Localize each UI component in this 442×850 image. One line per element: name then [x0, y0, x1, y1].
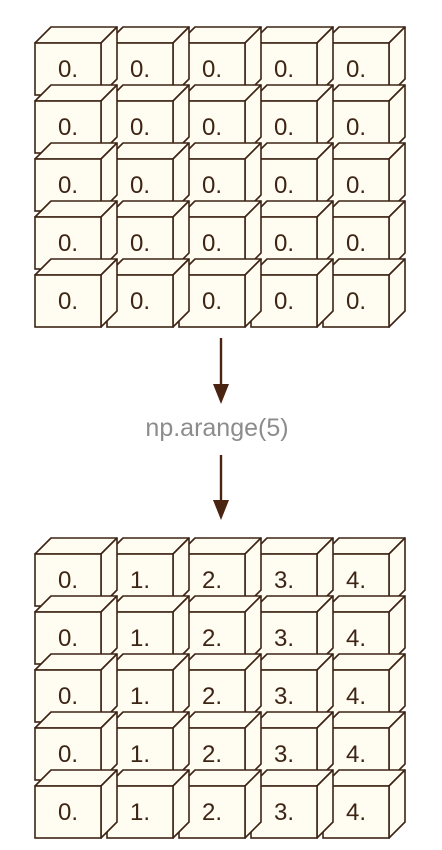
output-cell-value: 0. — [58, 799, 78, 826]
input-cell-value: 0. — [202, 288, 222, 315]
output-cell: 3. — [250, 769, 334, 839]
input-cell-value: 0. — [274, 172, 294, 199]
input-cell: 0. — [250, 258, 334, 328]
output-cell-value: 1. — [130, 625, 150, 652]
operation-label: np.arange(5) — [145, 414, 288, 442]
output-cell: 2. — [178, 769, 262, 839]
arrow-down-bottom — [213, 455, 229, 520]
output-cell-value: 0. — [58, 741, 78, 768]
input-cell-value: 0. — [130, 56, 150, 83]
input-cell-value: 0. — [58, 230, 78, 257]
input-cell: 0. — [178, 258, 262, 328]
output-cell-value: 3. — [274, 625, 294, 652]
input-cell-value: 0. — [346, 230, 366, 257]
output-cell-value: 2. — [202, 683, 222, 710]
output-cell-value: 0. — [58, 625, 78, 652]
output-cell-value: 1. — [130, 567, 150, 594]
output-cell-value: 4. — [346, 567, 366, 594]
output-cell-value: 0. — [58, 683, 78, 710]
input-cell: 0. — [322, 26, 406, 96]
input-cell: 0. — [178, 200, 262, 270]
input-cell-value: 0. — [202, 172, 222, 199]
input-cell-value: 0. — [130, 114, 150, 141]
input-cell-value: 0. — [346, 114, 366, 141]
input-array-grid: 0. 0. 0. 0. 0. 0. 0. 0. 0. 0. 0. 0. 0. 0. 0. 0. 0. 0. 0. 0.… — [34, 26, 406, 328]
output-cell: 1. — [106, 769, 190, 839]
input-cell-value: 0. — [130, 172, 150, 199]
input-cell: 0. — [250, 26, 334, 96]
output-cell-value: 1. — [130, 799, 150, 826]
input-cell-value: 0. — [202, 56, 222, 83]
output-cell-front-face — [34, 785, 102, 839]
output-array-grid: 4. 3. 2. 1. 0. 4. 3. 2. 1. 0. 4. 3. 2. 1. 0. 4. 3. 2. 1. 0.… — [34, 537, 406, 839]
input-cell: 0. — [322, 258, 406, 328]
output-cell: 0. — [34, 595, 118, 665]
input-cell: 0. — [34, 258, 118, 328]
input-cell-value: 0. — [58, 172, 78, 199]
output-cell-value: 4. — [346, 683, 366, 710]
input-cell-value: 0. — [130, 230, 150, 257]
output-cell-value: 3. — [274, 683, 294, 710]
output-cell-front-face — [178, 785, 246, 839]
output-cell-value: 1. — [130, 683, 150, 710]
input-cell-value: 0. — [58, 288, 78, 315]
input-cell-value: 0. — [274, 56, 294, 83]
input-cell-value: 0. — [58, 56, 78, 83]
output-cell-value: 3. — [274, 741, 294, 768]
input-cell-value: 0. — [58, 114, 78, 141]
output-cell-value: 2. — [202, 799, 222, 826]
input-cell-value: 0. — [202, 230, 222, 257]
output-cell-value: 4. — [346, 741, 366, 768]
output-cell: 0. — [34, 769, 118, 839]
input-cell-front-face — [322, 274, 390, 328]
input-cell-value: 0. — [274, 288, 294, 315]
input-cell-value: 0. — [274, 230, 294, 257]
output-cell-value: 3. — [274, 567, 294, 594]
output-cell-value: 1. — [130, 741, 150, 768]
output-cell-value: 4. — [346, 625, 366, 652]
output-cell-value: 4. — [346, 799, 366, 826]
input-cell-value: 0. — [130, 288, 150, 315]
input-cell: 0. — [250, 84, 334, 154]
output-cell-value: 2. — [202, 567, 222, 594]
output-cell-front-face — [106, 785, 174, 839]
input-cell-value: 0. — [346, 172, 366, 199]
input-cell-value: 0. — [346, 56, 366, 83]
output-cell: 2. — [178, 595, 262, 665]
input-cell-front-face — [178, 274, 246, 328]
input-cell-value: 0. — [346, 288, 366, 315]
output-cell: 4. — [322, 711, 406, 781]
output-cell: 4. — [322, 769, 406, 839]
input-cell: 0. — [34, 84, 118, 154]
input-cell: 0. — [322, 200, 406, 270]
arrow-down-top — [213, 338, 229, 404]
input-cell-value: 0. — [202, 114, 222, 141]
output-cell-value: 2. — [202, 625, 222, 652]
input-cell: 0. — [106, 258, 190, 328]
input-cell-front-face — [34, 274, 102, 328]
output-cell-value: 2. — [202, 741, 222, 768]
output-cell-value: 3. — [274, 799, 294, 826]
output-cell-value: 0. — [58, 567, 78, 594]
input-cell-front-face — [106, 274, 174, 328]
input-cell-value: 0. — [274, 114, 294, 141]
input-cell-front-face — [250, 274, 318, 328]
